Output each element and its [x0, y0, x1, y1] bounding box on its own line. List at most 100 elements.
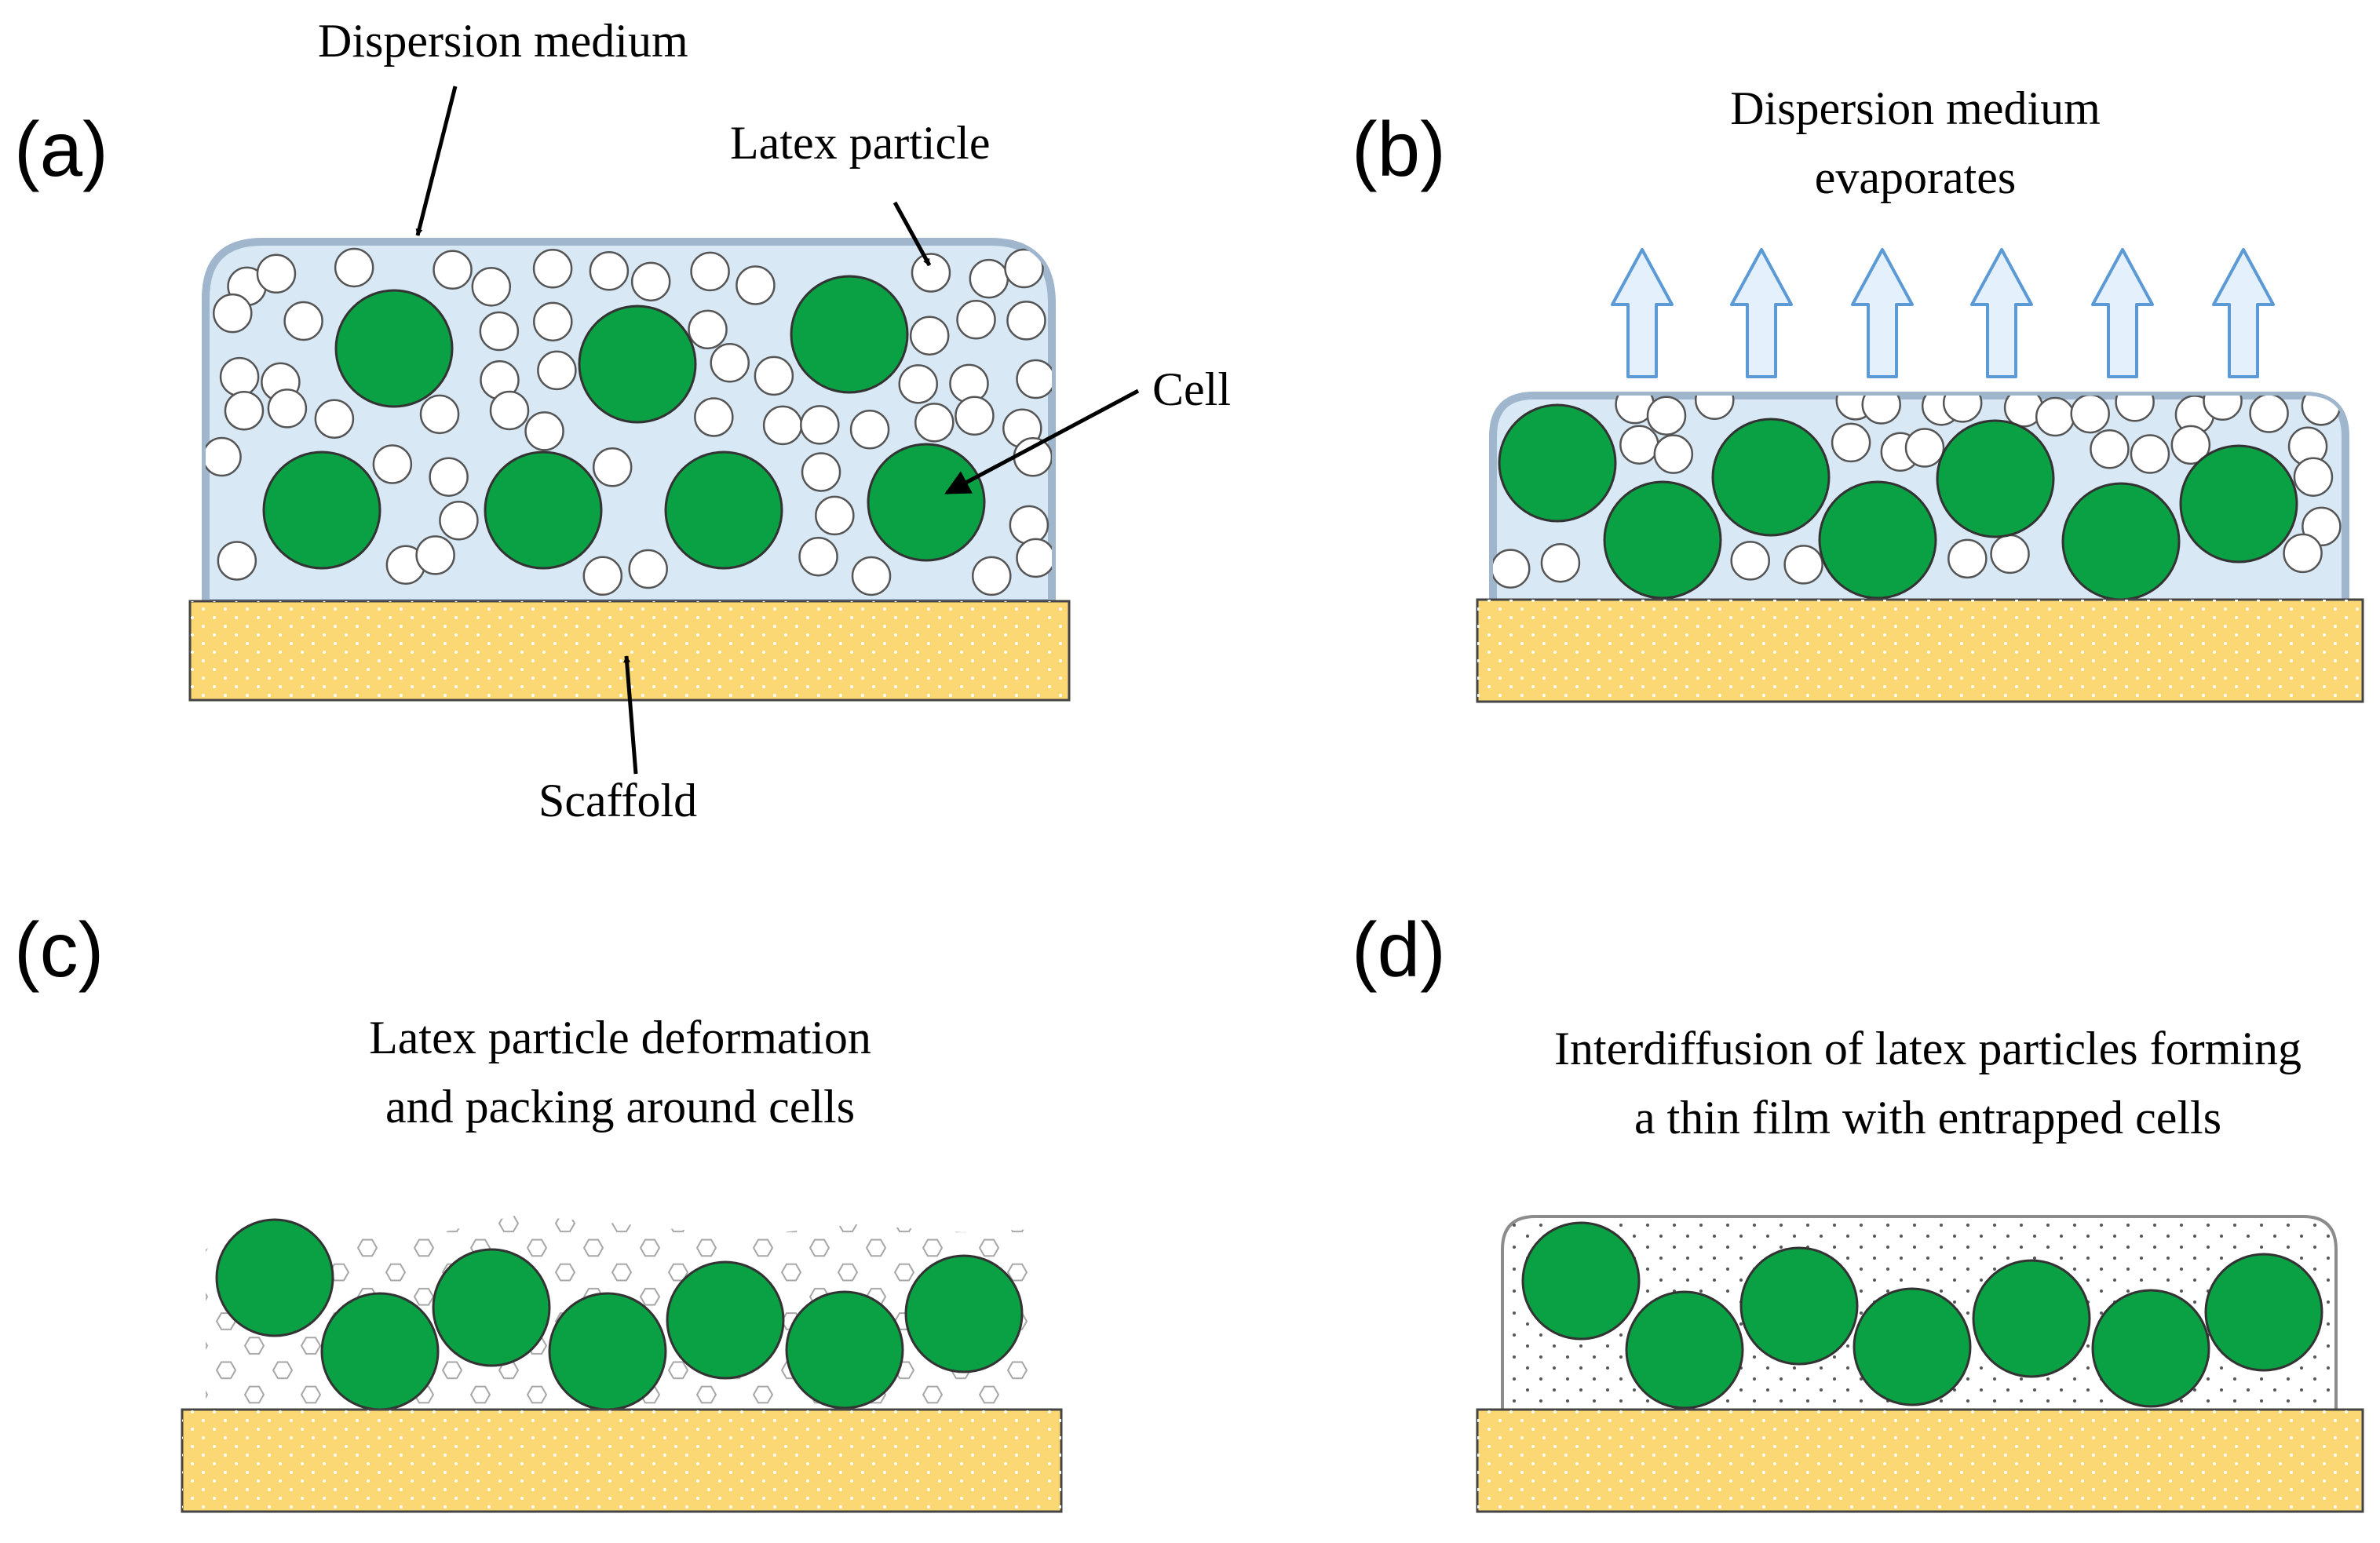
cell [785, 1290, 904, 1410]
latex-particle [2070, 396, 2110, 434]
latex-particle [1783, 545, 1823, 585]
panel-label-c: (c) [14, 906, 104, 993]
latex-particle [736, 265, 776, 305]
latex-particle [314, 399, 355, 439]
latex-particle [628, 549, 668, 589]
latex-particle [582, 556, 623, 596]
latex-particle [798, 536, 838, 577]
latex-particle [1009, 505, 1049, 545]
cell [262, 450, 381, 570]
latex-particle [762, 405, 803, 446]
cells-d [1521, 1221, 2323, 1410]
evaporation-arrows [1611, 248, 2275, 378]
cell [867, 443, 986, 562]
latex-particle [2203, 396, 2243, 421]
evaporation-arrow-icon [2091, 248, 2154, 378]
cell [904, 1254, 1024, 1373]
cell [215, 1218, 334, 1337]
latex-particle [754, 356, 794, 396]
cell [1818, 480, 1937, 600]
cell [1936, 419, 2055, 538]
latex-particle [1831, 422, 1871, 463]
label-scaffold: Scaffold [538, 775, 697, 826]
latex-particle [909, 316, 950, 356]
latex-particle [415, 535, 455, 575]
panel-d: (d) Interdiffusion of latex particles fo… [1352, 906, 2364, 1513]
latex-particle [532, 249, 573, 289]
cell [548, 1292, 667, 1411]
latex-particle [2170, 425, 2211, 465]
latex-particle [1695, 396, 1735, 420]
latex-particle [283, 301, 323, 341]
latex-particle [439, 501, 479, 541]
latex-particle [219, 356, 260, 397]
latex-particle [2130, 434, 2170, 474]
latex-particle [801, 452, 841, 492]
latex-particle [419, 394, 460, 435]
latex-particle [1004, 248, 1044, 289]
caption-b-line2: evaporates [1815, 151, 2017, 203]
latex-particle [1990, 534, 2030, 575]
latex-particle [969, 258, 1009, 299]
latex-particle [1653, 434, 1694, 474]
latex-particle [710, 343, 750, 383]
latex-particle [694, 397, 734, 437]
cell [432, 1248, 551, 1367]
scaffold-b-texture [1477, 600, 2363, 702]
latex-particle [589, 251, 630, 291]
cell [1739, 1246, 1859, 1366]
cell [790, 275, 909, 394]
panel-a: (a) Dispersion medium Latex particle Cel… [14, 15, 1231, 826]
latex-particle [1947, 538, 1988, 579]
latex-particle [213, 293, 253, 334]
arrow-cell [944, 388, 1140, 495]
cell [484, 450, 603, 570]
scaffold-d-texture [1477, 1410, 2363, 1512]
cell [666, 1260, 785, 1380]
latex-particle [1493, 549, 1531, 589]
arrow-scaffold [623, 655, 638, 775]
latex-particle [471, 267, 512, 307]
latex-particle [433, 250, 473, 290]
arrow-dispersion-medium [415, 86, 458, 236]
evaporation-arrow-icon [2212, 248, 2275, 378]
latex-particle [1013, 437, 1052, 477]
latex-particle [1861, 396, 1901, 425]
panel-c: (c) Latex particle deformation and packi… [14, 906, 1063, 1513]
latex-particle [2283, 533, 2323, 574]
latex-particle [972, 556, 1012, 596]
latex-particle [1646, 396, 1687, 436]
latex-particle [914, 403, 955, 443]
caption-c-line1: Latex particle deformation [369, 1012, 871, 1063]
latex-particle [630, 261, 671, 302]
latex-particle [1619, 425, 1659, 465]
latex-particle [429, 457, 469, 497]
cell [334, 289, 454, 408]
latex-particle [1016, 538, 1052, 578]
caption-d-line2: a thin film with entrapped cells [1634, 1092, 2221, 1144]
cell [1853, 1287, 1972, 1406]
latex-particle [2249, 396, 2289, 433]
latex-particle [851, 556, 892, 596]
latex-particle [533, 301, 573, 342]
cell [2179, 444, 2298, 564]
latex-particle [800, 405, 840, 445]
arrow-latex-particle [892, 201, 932, 267]
latex-particle [1730, 541, 1770, 581]
evaporation-arrow-icon [1730, 248, 1793, 378]
caption-d-line1: Interdiffusion of latex particles formin… [1554, 1023, 2302, 1074]
cell [1972, 1259, 2091, 1378]
cell [664, 450, 783, 570]
panel-label-d: (d) [1352, 906, 1446, 993]
latex-particle [1942, 396, 1983, 423]
scaffold-c-texture [182, 1410, 1061, 1512]
cell [2061, 482, 2181, 601]
latex-particle [1016, 359, 1052, 399]
latex-particle [479, 311, 520, 352]
cell [320, 1292, 440, 1411]
panel-label-a: (a) [14, 106, 108, 192]
latex-particle [849, 409, 890, 450]
latex-particle [956, 300, 996, 340]
latex-particle [1540, 542, 1581, 583]
